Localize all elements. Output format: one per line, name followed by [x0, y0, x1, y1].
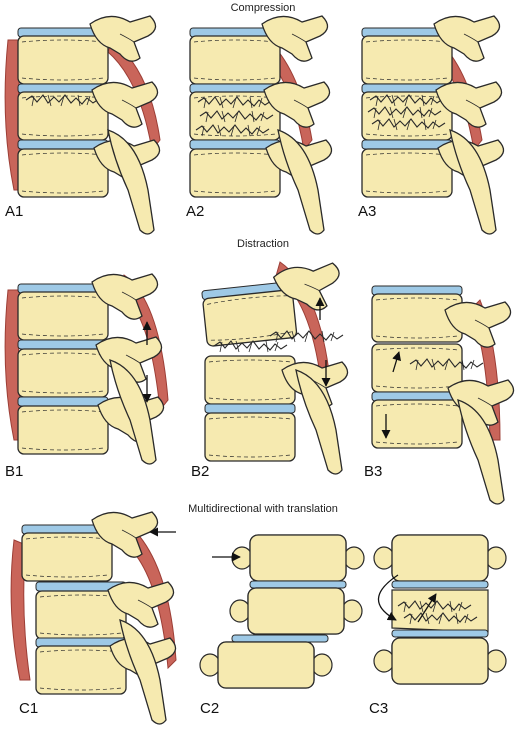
- panel-c2-illustration: [199, 534, 365, 689]
- section-title-multidirectional: Multidirectional with translation: [188, 503, 338, 515]
- panel-label-a3: A3: [358, 203, 377, 220]
- panel-label-a1: A1: [5, 203, 24, 220]
- panel-c1-illustration: [10, 511, 177, 725]
- panel-label-c2: C2: [200, 700, 220, 717]
- panel-b3-illustration: [371, 285, 515, 505]
- panel-a1-illustration: [4, 15, 161, 235]
- panel-a2-illustration: [189, 15, 333, 235]
- panel-a3-illustration: [361, 15, 505, 235]
- section-title-compression: Compression: [230, 2, 296, 14]
- panel-label-c1: C1: [19, 700, 39, 717]
- panel-b1-illustration: [4, 273, 169, 465]
- panel-label-a2: A2: [186, 203, 205, 220]
- panel-c3-illustration: [373, 534, 507, 685]
- section-title-distraction: Distraction: [237, 238, 289, 250]
- panel-b2-illustration: [201, 261, 349, 475]
- panel-label-b1: B1: [5, 463, 24, 480]
- panel-label-b2: B2: [191, 463, 210, 480]
- panel-label-c3: C3: [369, 700, 389, 717]
- panel-label-b3: B3: [364, 463, 383, 480]
